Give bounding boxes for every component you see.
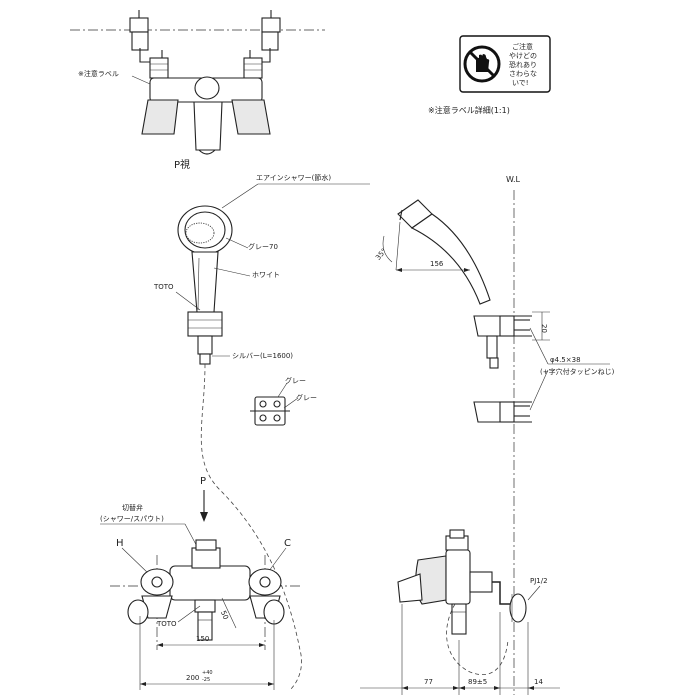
badge-line-4: さわらな bbox=[509, 70, 537, 78]
wl-label: W.L bbox=[506, 175, 521, 184]
toto-body-label: TOTO bbox=[156, 620, 177, 628]
switch-valve-label: 切替弁 bbox=[122, 503, 143, 512]
side-view: W.L 35° 156 20 φ4.5×38 (+字穴付タッピンねじ) bbox=[360, 175, 615, 695]
dim-20: 20 bbox=[540, 324, 548, 333]
dim-200: 200 bbox=[186, 674, 199, 682]
top-view: ※注意ラベル P視 bbox=[70, 10, 325, 171]
badge-line-2: やけどの bbox=[509, 52, 537, 60]
silver-hose-label: シルバー(L=1600) bbox=[232, 352, 293, 360]
gray-b-label: グレー bbox=[296, 393, 317, 402]
angle-label: 35° bbox=[374, 247, 388, 262]
dim-77: 77 bbox=[424, 678, 433, 686]
hand-icon bbox=[476, 54, 490, 72]
badge-line-1: ご注意 bbox=[512, 42, 533, 51]
gray-a-label: グレー bbox=[285, 376, 306, 385]
dim-50: 50 bbox=[219, 610, 230, 621]
dim-150: 150 bbox=[196, 635, 209, 643]
hot-label: H bbox=[116, 538, 124, 549]
switch-valve-modes: (シャワー/スパウト) bbox=[100, 515, 164, 523]
holder-detail: グレー グレー bbox=[250, 376, 317, 426]
cold-label: C bbox=[284, 538, 291, 549]
p-arrow-label: P bbox=[200, 476, 206, 487]
caution-label-text: ※注意ラベル bbox=[78, 69, 119, 78]
pj-label: PJ1/2 bbox=[530, 577, 548, 585]
dim-200-tol-plus: +40 bbox=[202, 670, 213, 676]
toto-hose-label: TOTO bbox=[153, 283, 174, 291]
badge-line-5: いで! bbox=[512, 79, 529, 87]
badge-line-3: 恐れあり bbox=[509, 61, 537, 69]
dim-200-tol-minus: -25 bbox=[202, 677, 210, 683]
caution-label-detail: ※注意ラベル詳細(1:1) bbox=[428, 105, 510, 115]
faucet-front-view: P 切替弁 (シャワー/スパウト) H C bbox=[100, 476, 300, 690]
aerated-shower-label: エアインシャワー(節水) bbox=[256, 173, 331, 182]
screw-note: (+字穴付タッピンねじ) bbox=[540, 367, 615, 376]
white-label: ホワイト bbox=[252, 271, 280, 279]
dim-156: 156 bbox=[430, 260, 444, 268]
dim-14: 14 bbox=[534, 678, 543, 686]
screw-label: φ4.5×38 bbox=[550, 356, 581, 364]
p-view-label: P視 bbox=[174, 158, 190, 171]
gray70-label: グレー70 bbox=[248, 242, 278, 251]
dim-89: 89±5 bbox=[468, 678, 487, 686]
shower-head-front: エアインシャワー(節水) グレー70 ホワイト TOTO シルバー(L=1600… bbox=[153, 173, 370, 691]
caution-badge: ご注意 やけどの 恐れあり さわらな いで! ※注意ラベル詳細(1:1) bbox=[428, 35, 551, 115]
